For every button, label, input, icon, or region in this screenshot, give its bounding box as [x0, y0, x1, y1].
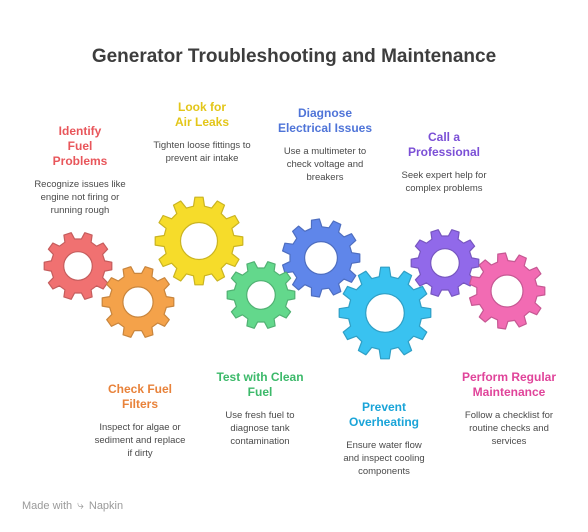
gear-clean-fuel-icon: [226, 261, 296, 329]
step-description: Recognize issues like engine not firing …: [34, 179, 126, 216]
gear-professional-icon: [410, 229, 480, 297]
napkin-brand-label: Napkin: [88, 499, 124, 512]
step-identify-fuel-problems: Identify Fuel Problems Recognize issues …: [30, 124, 130, 217]
step-diagnose-electrical-issues: Diagnose Electrical Issues Use a multime…: [270, 106, 380, 184]
step-description: Tighten loose fittings to prevent air in…: [153, 140, 251, 164]
gear-air-leaks-icon: [154, 196, 244, 286]
step-call-a-professional: Call a Professional Seek expert help for…: [390, 130, 498, 195]
step-description: Follow a checklist for routine checks an…: [464, 410, 554, 447]
step-perform-regular-maintenance: Perform Regular Maintenance Follow a che…: [452, 370, 566, 448]
gear-maintenance-icon: [469, 252, 546, 330]
step-look-for-air-leaks: Look for Air Leaks Tighten loose fitting…: [150, 100, 254, 165]
gear-check-filters-icon: [101, 266, 175, 338]
step-heading: Look for Air Leaks: [174, 100, 230, 129]
step-test-with-clean-fuel: Test with Clean Fuel Use fresh fuel to d…: [210, 370, 310, 448]
step-description: Use a multimeter to check voltage and br…: [283, 146, 367, 183]
made-with-label: Made with: [22, 499, 73, 512]
step-heading: Identify Fuel Problems: [52, 124, 108, 168]
page-title: Generator Troubleshooting and Maintenanc…: [91, 46, 497, 67]
step-heading: Diagnose Electrical Issues: [277, 106, 373, 135]
step-heading: Perform Regular Maintenance: [461, 370, 557, 399]
step-heading: Call a Professional: [407, 130, 481, 159]
step-description: Use fresh fuel to diagnose tank contamin…: [225, 410, 295, 447]
gear-overheating-icon: [338, 266, 432, 360]
step-heading: Check Fuel Filters: [107, 382, 173, 411]
step-description: Inspect for algae or sediment and replac…: [94, 422, 186, 459]
step-prevent-overheating: Prevent Overheating Ensure water flow an…: [330, 400, 438, 478]
step-description: Seek expert help for complex problems: [401, 170, 487, 194]
step-description: Ensure water flow and inspect cooling co…: [343, 440, 425, 477]
footer: Made with ⤷ Napkin: [22, 498, 123, 513]
napkin-logo-icon: ⤷: [77, 498, 84, 512]
gear-identify-fuel-icon: [43, 232, 113, 300]
step-heading: Test with Clean Fuel: [216, 370, 304, 399]
step-heading: Prevent Overheating: [348, 400, 420, 429]
gear-electrical-icon: [282, 218, 361, 298]
step-check-fuel-filters: Check Fuel Filters Inspect for algae or …: [88, 382, 192, 460]
